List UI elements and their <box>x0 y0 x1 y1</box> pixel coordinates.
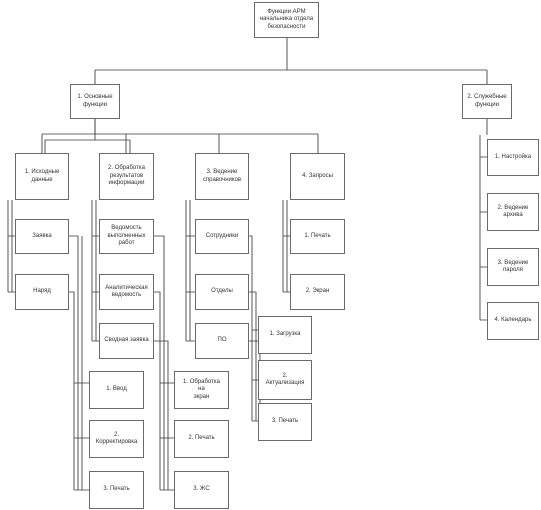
calendar-label: 4. Календарь <box>494 317 532 324</box>
connector-processing-long <box>154 235 174 491</box>
correction-node: 2. Корректировка <box>89 420 144 458</box>
connector-source-data <box>7 200 15 293</box>
software-label: ПО <box>217 337 227 344</box>
print-source-label: 3. Печать <box>103 486 130 493</box>
settings-label: 1. Настройка <box>494 153 532 160</box>
input-node: 1. Ввод <box>89 371 144 409</box>
load-label: 1. Загрузка <box>269 331 301 338</box>
print-ref-label: 3. Печать <box>271 418 299 425</box>
root-label: Функции АРМ начальника отдела безопаснос… <box>259 8 314 30</box>
order-node: Наряд <box>15 274 69 310</box>
work-list-node: Ведомость выполненных работ <box>99 219 154 254</box>
departments-node: Отделы <box>195 274 249 310</box>
archive-node: 2. Ведение архива <box>487 193 539 231</box>
update-label: 2. Актуализация <box>265 372 305 386</box>
passwords-node: 3. Ведение пароля <box>487 248 539 286</box>
correction-label: 2. Корректировка <box>95 431 138 445</box>
passwords-label: 3. Ведение пароля <box>497 259 529 273</box>
proc-print-label: 2. Печать <box>188 435 215 442</box>
proc-zhs-label: 3. ЖС <box>193 486 210 493</box>
analytic-list-node: Аналитическая ведомость <box>99 274 154 310</box>
connector-main-branches <box>41 119 319 153</box>
processing-node: 2. Обработка результатов информации <box>99 153 154 200</box>
calendar-node: 4. Календарь <box>487 302 539 340</box>
employees-node: Сотрудники <box>195 219 249 254</box>
source-data-node: 1. Исходные данные <box>15 153 69 200</box>
processing-label: 2. Обработка результатов информации <box>108 165 145 187</box>
request-label: Заявка <box>32 232 52 239</box>
load-node: 1. Загрузка <box>258 316 312 354</box>
source-data-label: 1. Исходные данные <box>24 169 60 183</box>
proc-screen-node: 1. Обработка на экран <box>174 371 229 409</box>
connector-service-chain <box>479 119 488 321</box>
print-query-node: 1. Печать <box>290 219 345 254</box>
connector-root-branches <box>94 38 488 84</box>
proc-print-node: 2. Печать <box>174 420 229 458</box>
screen-query-label: 2. Экран <box>305 288 330 295</box>
proc-zhs-node: 3. ЖС <box>174 471 229 509</box>
archive-label: 2. Ведение архива <box>497 204 529 218</box>
references-node: 3. Ведение справочников <box>195 153 249 200</box>
screen-query-node: 2. Экран <box>290 274 345 310</box>
root-node: Функции АРМ начальника отдела безопаснос… <box>254 2 319 38</box>
settings-node: 1. Настройка <box>487 139 539 176</box>
proc-screen-label: 1. Обработка на экран <box>183 378 220 400</box>
main-functions-node: 1. Основные функции <box>70 84 120 119</box>
connector-queries <box>282 200 290 293</box>
print-query-label: 1. Печать <box>304 232 331 239</box>
employees-label: Сотрудники <box>205 232 239 239</box>
summary-request-node: Сводная заявка <box>99 323 154 359</box>
service-functions-node: 2. Служебные функции <box>462 84 512 119</box>
connector-references <box>185 200 195 342</box>
queries-label: 4. Запросы <box>302 172 333 179</box>
request-node: Заявка <box>15 219 69 254</box>
software-node: ПО <box>195 323 249 359</box>
print-ref-node: 3. Печать <box>258 403 312 441</box>
departments-label: Отделы <box>211 288 233 295</box>
main-functions-label: 1. Основные функции <box>77 94 113 108</box>
analytic-list-label: Аналитическая ведомость <box>105 284 148 298</box>
queries-node: 4. Запросы <box>290 153 345 200</box>
print-source-node: 3. Печать <box>89 471 144 509</box>
service-functions-label: 2. Служебные функции <box>467 94 507 108</box>
connector-paths <box>7 38 488 491</box>
order-label: Наряд <box>33 288 51 295</box>
input-label: 1. Ввод <box>106 386 127 393</box>
connector-main-double <box>44 119 131 153</box>
references-label: 3. Ведение справочников <box>202 169 242 183</box>
connector-processing <box>91 200 99 342</box>
work-list-label: Ведомость выполненных работ <box>107 225 146 247</box>
connector-source-long <box>69 235 89 491</box>
update-node: 2. Актуализация <box>258 360 312 400</box>
summary-request-label: Сводная заявка <box>104 337 149 344</box>
